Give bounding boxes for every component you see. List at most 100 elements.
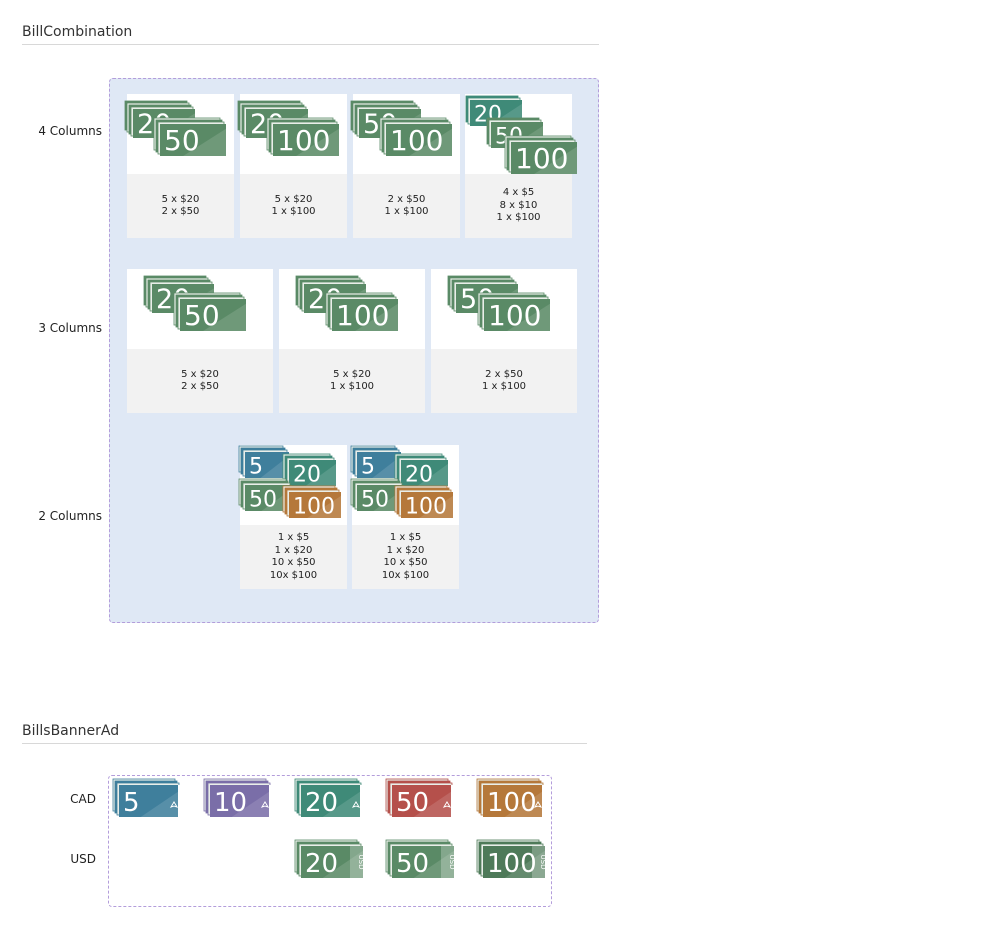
row-label-2-columns: 2 Columns xyxy=(38,509,102,523)
caption-line: 10 x $50 xyxy=(271,557,316,568)
bill-card[interactable]: 5 20 50 100 1 x $5 1 x $20 10 x $50 10x $10… xyxy=(238,445,347,589)
bill-10-icon: 10 xyxy=(203,778,272,818)
caption-line: 1 x $100 xyxy=(481,381,527,392)
caption-line: 2 x $50 xyxy=(181,381,219,392)
svg-text:20: 20 xyxy=(305,788,338,818)
svg-text:USD: USD xyxy=(539,855,547,870)
card-caption: 5 x $20 1 x $100 xyxy=(240,174,347,238)
caption-line: 2 x $50 xyxy=(485,368,523,380)
svg-text:50: 50 xyxy=(249,487,277,512)
card-caption: 2 x $50 1 x $100 xyxy=(431,349,577,413)
svg-text:100: 100 xyxy=(487,849,537,879)
caption-line: 1 x $100 xyxy=(329,381,375,392)
cad-50-bill-icon: 50 xyxy=(385,778,454,818)
bill-100-icon: 100 xyxy=(325,292,398,332)
bill-20-icon: 20 xyxy=(295,275,366,315)
caption-line: 10 x $50 xyxy=(383,557,428,568)
row-label-3-columns: 3 Columns xyxy=(38,321,102,335)
svg-text:100: 100 xyxy=(293,494,335,519)
card-caption: 2 x $50 1 x $100 xyxy=(353,174,460,238)
bill-100-icon: 100 xyxy=(394,485,453,519)
caption-line: 1 x $5 xyxy=(277,532,310,543)
bill-100-icon: 100 xyxy=(282,485,341,519)
caption-line: 5 x $20 xyxy=(274,193,313,205)
caption-line: 10x $100 xyxy=(269,569,318,581)
caption-line: 1 x $100 xyxy=(496,212,541,224)
caption-line: 2 x $50 xyxy=(387,193,426,205)
cad-10-bill-icon: 10 xyxy=(203,778,272,818)
svg-text:5: 5 xyxy=(249,454,263,479)
bill-50-icon: 50 xyxy=(385,778,454,818)
cad-100-bill-icon: 100 xyxy=(476,778,545,818)
bill-50-icon: 50 xyxy=(173,292,246,332)
caption-line: 1 x $100 xyxy=(384,206,429,217)
caption-line: 5 x $20 xyxy=(161,193,200,205)
svg-text:20: 20 xyxy=(293,462,321,487)
svg-text:100: 100 xyxy=(336,299,389,332)
caption-line: 5 x $20 xyxy=(333,368,371,380)
bill-5-icon: 5 xyxy=(238,445,289,479)
bill-combination-divider xyxy=(22,44,599,45)
bill-100-icon: 100 xyxy=(504,135,577,175)
bill-100-icon: 100 xyxy=(379,117,452,157)
caption-line: 10x $100 xyxy=(381,569,430,581)
caption-line: 5 x $20 xyxy=(181,368,219,380)
card-caption: 5 x $20 1 x $100 xyxy=(279,349,425,413)
bills-banner-ad-divider xyxy=(22,743,587,744)
bills-banner-ad-frame xyxy=(108,775,552,907)
row-label-usd: USD xyxy=(70,852,96,866)
card-caption: 1 x $5 1 x $20 10 x $50 10x $100 xyxy=(240,525,347,589)
svg-text:50: 50 xyxy=(164,124,200,157)
svg-text:100: 100 xyxy=(390,124,443,157)
caption-line: 4 x $5 xyxy=(502,187,535,199)
bills-banner-ad-title: BillsBannerAd xyxy=(22,723,120,739)
svg-text:50: 50 xyxy=(361,487,389,512)
usd-20-bill-icon: USD 20 xyxy=(294,839,365,879)
bill-100-icon: 100 xyxy=(266,117,339,157)
bill-stack-image: 5 20 50 100 xyxy=(238,445,347,525)
card-caption: 1 x $5 1 x $20 10 x $50 10x $100 xyxy=(352,525,459,589)
bill-combination-title: BillCombination xyxy=(22,24,133,40)
card-caption: 5 x $20 2 x $50 xyxy=(127,349,273,413)
bill-100-icon: 100 xyxy=(476,778,545,818)
svg-text:100: 100 xyxy=(487,788,537,818)
caption-line: 1 x $100 xyxy=(271,206,316,217)
card-caption: 4 x $5 8 x $10 1 x $100 xyxy=(465,174,572,238)
svg-text:100: 100 xyxy=(515,142,568,175)
caption-line: 2 x $50 xyxy=(161,206,200,217)
svg-text:USD: USD xyxy=(357,855,365,870)
svg-text:USD: USD xyxy=(448,855,456,870)
cad-20-bill-icon: 20 xyxy=(294,778,363,818)
bill-5-icon: 5 xyxy=(350,445,401,479)
bill-50-icon: 50 xyxy=(153,117,226,157)
svg-text:10: 10 xyxy=(214,788,247,818)
svg-text:5: 5 xyxy=(123,788,140,818)
svg-text:20: 20 xyxy=(305,849,338,879)
